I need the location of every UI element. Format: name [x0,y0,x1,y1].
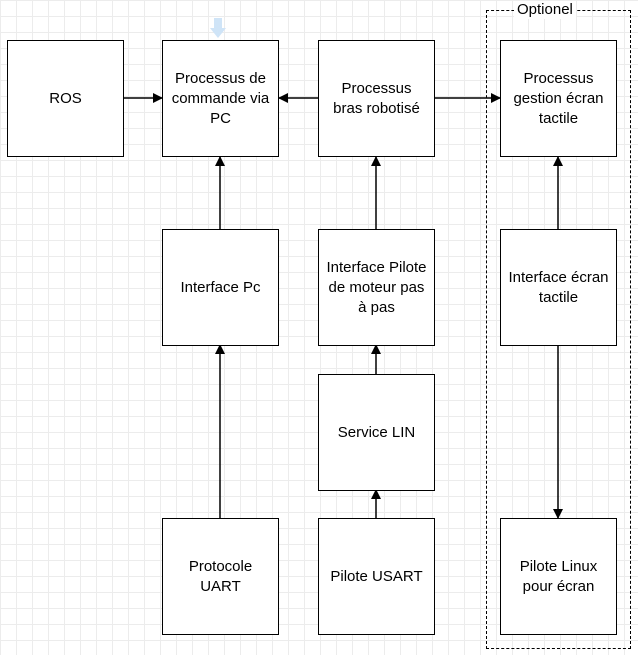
node-protocole-uart[interactable]: Protocole UART [162,518,279,635]
node-ros-label: ROS [49,89,82,107]
node-processus-pc[interactable]: Processus de commande via PC [162,40,279,157]
node-processus-bras-label: Processus bras robotisé [333,79,420,117]
node-pilote-linux[interactable]: Pilote Linux pour écran [500,518,617,635]
node-interface-pilote-label: Interface Pilote de moteur pas à pas [326,258,427,316]
node-pilote-usart[interactable]: Pilote USART [318,518,435,635]
optional-group-label: Optionel [514,1,576,19]
node-processus-pc-label: Processus de commande via PC [171,69,270,127]
node-processus-ecran[interactable]: Processus gestion écran tactile [500,40,617,157]
node-interface-ecran[interactable]: Interface écran tactile [500,229,617,346]
node-interface-ecran-label: Interface écran tactile [508,268,609,306]
node-protocole-uart-label: Protocole UART [188,557,253,595]
node-service-lin[interactable]: Service LIN [318,374,435,491]
node-processus-bras[interactable]: Processus bras robotisé [318,40,435,157]
node-interface-pilote[interactable]: Interface Pilote de moteur pas à pas [318,229,435,346]
node-ros[interactable]: ROS [7,40,124,157]
node-interface-pc[interactable]: Interface Pc [162,229,279,346]
node-pilote-linux-label: Pilote Linux pour écran [519,557,598,595]
node-processus-ecran-label: Processus gestion écran tactile [513,69,604,127]
insert-marker-icon [210,18,226,38]
node-service-lin-label: Service LIN [337,423,416,441]
node-pilote-usart-label: Pilote USART [330,567,423,585]
node-interface-pc-label: Interface Pc [180,278,261,296]
